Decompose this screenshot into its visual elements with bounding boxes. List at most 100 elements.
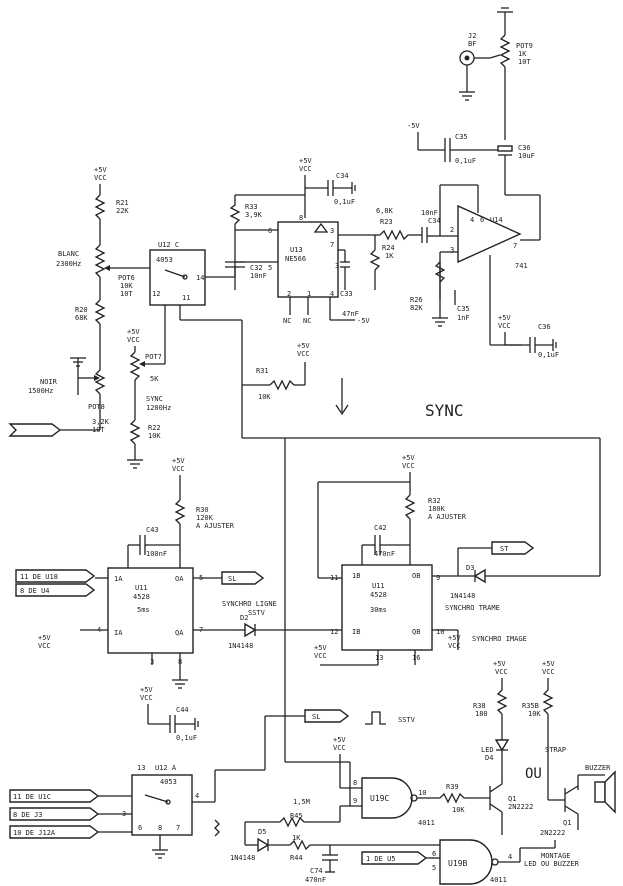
sl-flag: SL (228, 575, 236, 583)
u12c-label: U12 C (158, 241, 179, 249)
r20-value: 68K (75, 314, 88, 322)
pot9-label: POT9 (516, 42, 533, 50)
r32-c42: +5V VCC R32 180K A AJUSTER C42 470nF (317, 454, 467, 579)
u11-a: U11 4528 5ms 1A OA IA QA 5 4 3 8 7 SL +5… (38, 567, 265, 689)
synchro-image: SYNCHRO IMAGE (472, 635, 527, 643)
r26-label: R26 (410, 296, 423, 304)
u14-pin3: 3 (450, 246, 454, 254)
u11b-qb: QB (412, 628, 420, 636)
r23-label: R23 (380, 218, 393, 226)
u19b-input: 1 DE U5 (366, 855, 396, 863)
vcc-u19: +5V (333, 736, 346, 744)
c74-value: 470nF (305, 876, 326, 884)
m5v-c33: -5V (357, 317, 370, 325)
u12a-switch: 13 U12 A 4053 6 8 7 4 3 (122, 764, 265, 859)
q1-transistor: Q1 2N2222 (489, 775, 533, 825)
sstv-label-2: SSTV (398, 716, 416, 724)
c33-label: C33 (340, 290, 353, 298)
u14-pin7: 7 (513, 242, 517, 250)
q2-label: Q1 (563, 819, 571, 827)
r21-value: 22K (116, 207, 129, 215)
r44-label: R44 (290, 854, 303, 862)
vcc-pot7-b: VCC (127, 336, 140, 344)
vcc-r32-b: VCC (402, 462, 415, 470)
nc2-label: NC (303, 317, 311, 325)
d5-value: 1N4148 (230, 854, 255, 862)
c43-value: 100nF (146, 550, 167, 558)
r32-value: 180K (428, 505, 446, 513)
noir-label: NOIR (40, 378, 58, 386)
c42-label: C42 (374, 524, 387, 532)
d5-label: D5 (258, 828, 266, 836)
u14-pin6: 6 (480, 216, 484, 224)
sl-sstv-flag: SL SSTV (264, 709, 416, 770)
nc1-label: NC (283, 317, 291, 325)
c74-label: C74 (310, 867, 323, 875)
vcc-c44-b: VCC (140, 694, 153, 702)
vcc-r35-b: VCC (542, 668, 555, 676)
vcc-pot7: +5V (127, 328, 140, 336)
c34-label: C34 (336, 172, 349, 180)
vcc-c34-b: VCC (299, 165, 312, 173)
r35b-value: 10K (528, 710, 541, 718)
u11b-p9: 9 (436, 574, 440, 582)
u14-opamp: 4 6 U14 2 3 7 741 (439, 184, 528, 346)
vcc-c34: +5V (299, 157, 312, 165)
u19c-label: U19C (370, 794, 389, 803)
vcc-r31-b: VCC (297, 350, 310, 358)
u12a-p13: 13 (137, 764, 145, 772)
r31-value: 10K (258, 393, 271, 401)
vcc-r32: +5V (402, 454, 415, 462)
pot7-r22: +5V VCC POT7 5K SYNC 1200Hz R22 10K (127, 305, 171, 469)
c36b-value: 0,1uF (538, 351, 559, 359)
input-u18: 11 DE U18 (20, 573, 58, 581)
noir-freq: 1500Hz (28, 387, 53, 395)
sync-freq: 1200Hz (146, 404, 171, 412)
input-j3: 8 DE J3 (13, 811, 43, 819)
u19b-p4: 4 (508, 853, 512, 861)
vcc-r21-b: VCC (94, 174, 107, 182)
r22-label: R22 (148, 424, 161, 432)
vcc-r30-b: VCC (172, 465, 185, 473)
u11-ia: IA (114, 629, 123, 637)
pot9: POT9 1K 10T (489, 7, 533, 140)
u12a-p7: 7 (176, 824, 180, 832)
buzzer-label: BUZZER (585, 764, 611, 772)
c35-label: C35 (455, 133, 468, 141)
vcc-r21: +5V (94, 166, 107, 174)
c36b-group: +5V VCC C36 0,1uF (498, 314, 559, 359)
sync-label: SYNC (146, 395, 163, 403)
r21-label: R21 (116, 199, 129, 207)
d4-label: D4 (485, 754, 493, 762)
c35b-label: C35 (457, 305, 470, 313)
vcc-u11: +5V (38, 634, 51, 642)
blanc-label: BLANC (58, 250, 79, 258)
sstv-label-1: SSTV (248, 609, 266, 617)
r23-value: 6,8K (376, 207, 394, 215)
r21-r20-pot6: +5V VCC R21 22K BLANC 2300Hz POT6 10K 10… (28, 166, 150, 434)
c35-c36-group: -5V C35 0,1uF C36 10uF (407, 122, 541, 241)
r20-label: R20 (75, 306, 88, 314)
sl-flag-2: SL (312, 713, 320, 721)
sync-title: SYNC (425, 401, 464, 420)
c32-label: C32 (250, 264, 263, 272)
vcc-r31: +5V (297, 342, 310, 350)
input-u1c: 11 DE U1C (13, 793, 51, 801)
r35b-label: R35B (522, 702, 539, 710)
u12a-label: U12 A (155, 764, 177, 772)
d3-label: D3 (466, 564, 474, 572)
vcc-u11b-r: +5V (448, 634, 461, 642)
j2-label: J2 (468, 32, 476, 40)
u13-p2: 2 (287, 290, 291, 298)
led-r38: +5V VCC R38 180 LED D4 (473, 660, 510, 775)
vcc-r35: +5V (542, 660, 555, 668)
u19b-nand: 1 DE U5 U19B 6 5 4 4011 MONTAGE LED OU B… (361, 825, 580, 885)
r23-r24-c34b: 6,8K R23 10nF C34 R24 1K R26 82K C35 1nF (369, 207, 470, 327)
pot8-label: POT8 (88, 403, 105, 411)
u11-qa: QA (175, 629, 184, 637)
blanc-freq: 2300Hz (56, 260, 81, 268)
u13-name: NE566 (285, 255, 306, 263)
d3-value: 1N4148 (450, 592, 475, 600)
u13-label: U13 (290, 246, 303, 254)
